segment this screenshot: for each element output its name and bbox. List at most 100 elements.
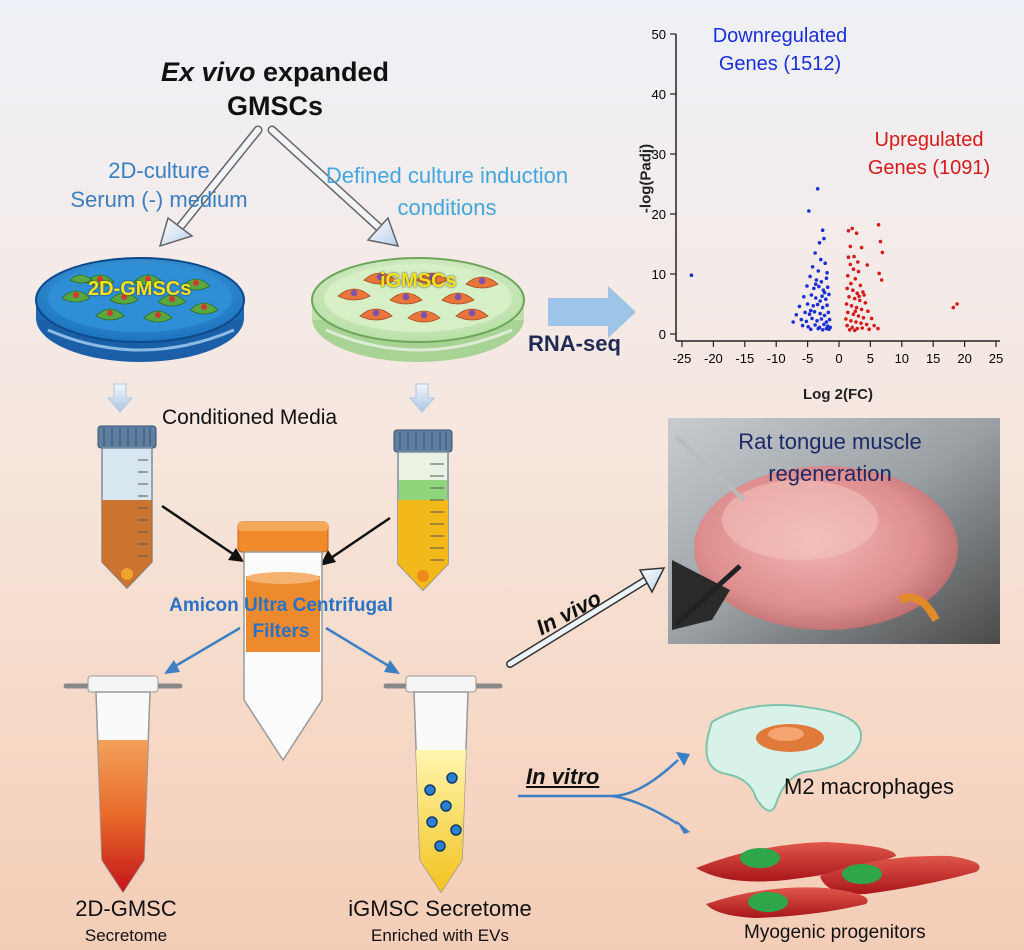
dish-left-label: 2D-GMSCs: [88, 278, 192, 300]
title-italic: Ex vivo: [160, 57, 256, 87]
upregulated-gene-point: [851, 312, 856, 317]
downregulated-gene-point: [808, 327, 813, 332]
downregulated-gene-point: [818, 311, 822, 316]
y-axis-label: -log(Padj): [637, 143, 655, 214]
upregulated-gene-point: [853, 277, 858, 281]
x-tick-label: 0: [835, 351, 842, 366]
right-branch-label-2: conditions: [397, 195, 497, 220]
upregulated-gene-point: [847, 328, 852, 332]
downregulated-gene-point: [822, 313, 827, 318]
upregulated-gene-point: [845, 274, 850, 278]
y-tick-label: 10: [652, 267, 666, 282]
downregulated-gene-point: [804, 319, 809, 324]
x-axis-label: Log 2(FC): [803, 386, 873, 403]
downregulated-gene-point: [827, 292, 831, 297]
upregulated-gene-point: [876, 326, 880, 331]
output-left-label-1: 2D-GMSC: [75, 896, 177, 921]
macrophages-label: M2 macrophages: [784, 774, 954, 799]
rnaseq-arrow: [548, 286, 636, 338]
upregulated-gene-point: [851, 288, 855, 293]
upregulated-gene-point: [857, 294, 861, 299]
macrophage-cell: [705, 704, 862, 812]
downregulated-gene-point: [819, 317, 824, 321]
dish-right-label: iGMSCs: [380, 270, 457, 292]
rat-photo-label-2: regeneration: [768, 461, 892, 486]
upregulated-gene-point: [863, 301, 868, 305]
downregulated-gene-point: [822, 236, 826, 241]
x-tick-label: 20: [957, 351, 971, 366]
upregulated-gene-point: [862, 293, 866, 297]
upregulated-gene-point: [880, 250, 885, 255]
downregulated-gene-point: [816, 269, 821, 273]
downregulated-gene-point: [806, 325, 811, 329]
downregulated-gene-point: [812, 286, 816, 291]
downregulated-gene-point: [807, 312, 812, 317]
upregulated-gene-point: [859, 321, 863, 326]
downregulated-gene-point: [817, 241, 822, 245]
downregulated-gene-point: [799, 317, 804, 322]
output-left-label-2: Secretome: [84, 926, 168, 945]
upregulated-gene-point: [955, 302, 959, 306]
downregulated-gene-point: [826, 310, 831, 315]
upregulated-gene-point: [861, 290, 865, 294]
in-vivo-arrow: [506, 567, 666, 668]
upregulated-annotation-2: Genes (1091): [867, 157, 991, 179]
downregulated-gene-point: [808, 274, 812, 279]
right-branch-label-1: Defined culture induction: [325, 163, 569, 188]
downregulated-gene-point: [817, 284, 821, 289]
upregulated-gene-point: [852, 296, 857, 301]
downregulated-gene-point: [808, 308, 813, 313]
downregulated-gene-point: [689, 273, 694, 278]
output-right-label-2: Enriched with EVs: [371, 926, 509, 945]
downregulated-gene-point: [825, 285, 830, 290]
upregulated-gene-point: [847, 295, 851, 299]
arrow-dish-to-tube-left: [106, 383, 134, 413]
downregulated-gene-point: [825, 303, 829, 308]
downregulated-annotation-2: Genes (1512): [718, 53, 842, 75]
downregulated-gene-point: [805, 284, 809, 288]
downregulated-gene-point: [810, 316, 814, 321]
downregulated-gene-point: [802, 295, 806, 299]
upregulated-gene-point: [859, 307, 864, 312]
upregulated-gene-point: [848, 262, 853, 267]
dish-igmscs: [311, 257, 525, 362]
upregulated-gene-point: [879, 278, 884, 282]
upregulated-gene-point: [845, 310, 850, 315]
downregulated-gene-point: [820, 228, 825, 232]
y-tick-label: 20: [652, 207, 666, 222]
conditioned-media-label: Conditioned Media: [162, 406, 338, 429]
downregulated-gene-point: [814, 278, 819, 282]
eppendorf-igmsc-secretome: [383, 675, 503, 894]
x-tick-label: -20: [704, 351, 723, 366]
downregulated-gene-point: [813, 323, 817, 327]
myogenic-label: Myogenic progenitors: [744, 922, 926, 943]
upregulated-gene-point: [854, 320, 858, 324]
downregulated-gene-point: [791, 320, 795, 324]
upregulated-gene-point: [856, 260, 860, 264]
downregulated-gene-point: [810, 265, 815, 269]
arrow-dish-to-tube-right: [408, 383, 436, 413]
upregulated-gene-point: [861, 316, 866, 320]
downregulated-gene-point: [815, 187, 820, 191]
upregulated-gene-point: [853, 309, 858, 314]
arrow-title-to-defined: [267, 125, 400, 247]
x-tick-label: 10: [895, 351, 909, 366]
arrow-title-to-2d: [158, 125, 263, 248]
amicon-filter: [237, 521, 329, 762]
downregulated-gene-point: [816, 326, 821, 331]
upregulated-gene-point: [849, 319, 853, 323]
rnaseq-label: RNA-seq: [528, 331, 621, 356]
downregulated-annotation-1: Downregulated: [712, 25, 848, 47]
upregulated-gene-point: [849, 304, 854, 308]
x-tick-label: 5: [867, 351, 874, 366]
title-line-1: Ex vivo expanded: [120, 56, 430, 88]
amicon-label-2: Filters: [252, 621, 310, 642]
upregulated-gene-point: [845, 286, 849, 291]
downregulated-gene-point: [818, 257, 823, 262]
upregulated-gene-point: [864, 322, 869, 327]
upregulated-gene-point: [845, 323, 849, 328]
upregulated-gene-point: [869, 316, 874, 321]
downregulated-gene-point: [824, 276, 829, 281]
x-tick-label: -15: [735, 351, 754, 366]
y-tick-label: 50: [652, 27, 666, 42]
